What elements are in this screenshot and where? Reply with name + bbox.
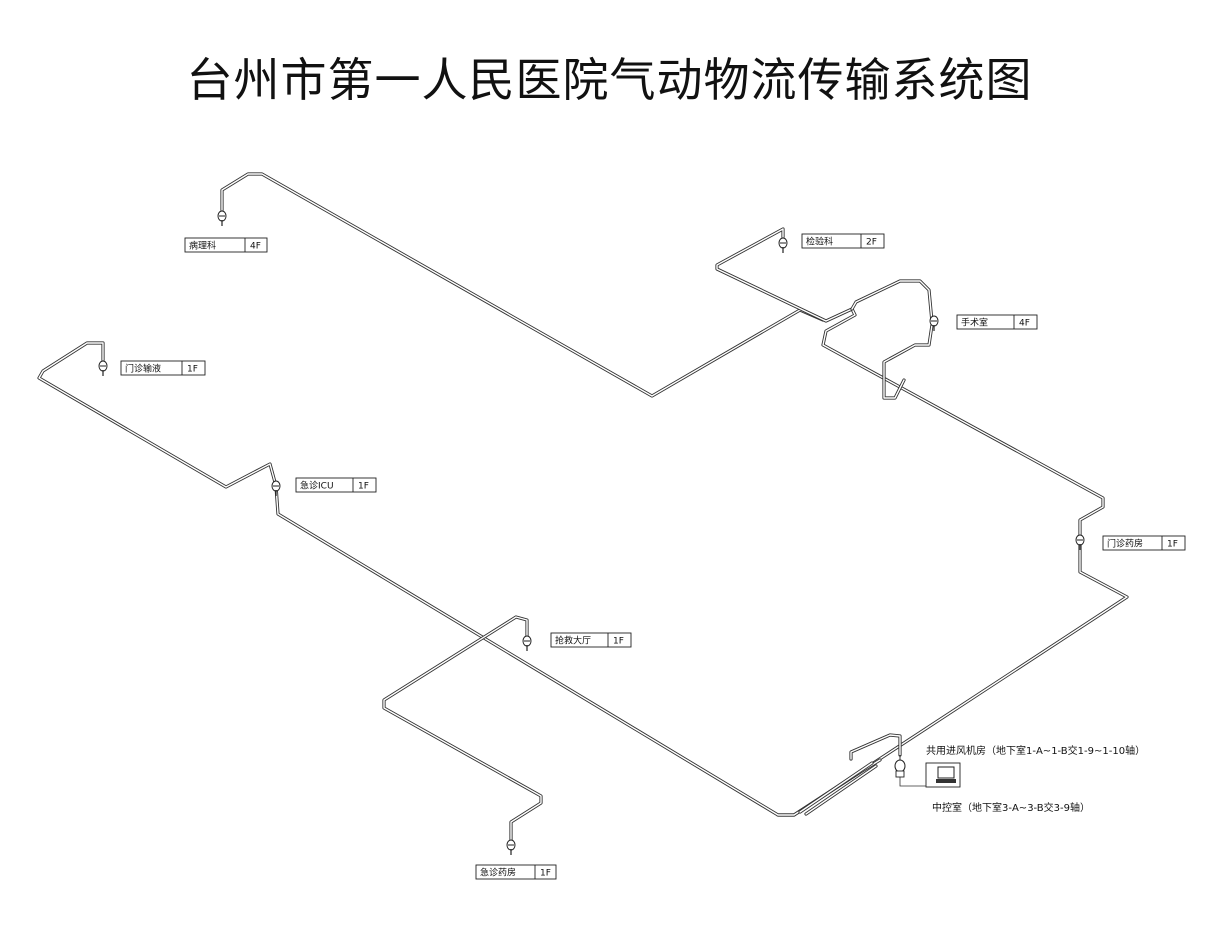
- station-name: 病理科: [189, 240, 216, 252]
- station-floor: 4F: [1019, 319, 1030, 329]
- pipe-lab-route: [715, 227, 1129, 817]
- pipe-lab-route-inner: [716, 228, 1128, 816]
- station-floor: 4F: [250, 242, 261, 252]
- station-label: 病理科 4F: [184, 237, 268, 253]
- station-name: 抢救大厅: [555, 635, 591, 647]
- station-floor: 1F: [187, 365, 198, 375]
- station-label: 门诊药房 1F: [1102, 535, 1186, 551]
- station-label: 门诊输液 1F: [120, 360, 206, 376]
- pipe-main-to-blower-inner: [850, 734, 901, 760]
- pipe-surgery-riser-inner: [883, 324, 933, 399]
- pipe-network: [37, 172, 1129, 847]
- pipe-surgery-route: [850, 279, 934, 324]
- pipe-main-bundle-1-inner: [799, 762, 873, 813]
- station-marker-icon: [271, 480, 281, 496]
- station-marker-icon: [522, 635, 532, 651]
- pipe-main-bundle-2-inner: [805, 765, 877, 815]
- station-floor: 2F: [866, 238, 877, 248]
- pipe-emergency-icu-route: [274, 484, 882, 817]
- pipe-outpatient-infusion-route-inner: [38, 342, 277, 488]
- station-name: 手术室: [961, 317, 988, 329]
- blower-icon: [894, 755, 906, 778]
- diagram-title: 台州市第一人民医院气动物流传输系统图: [186, 53, 1033, 107]
- station-name: 检验科: [806, 236, 833, 248]
- air-intake-note: 共用进风机房（地下室1-A~1-B交1-9~1-10轴）: [926, 744, 1145, 757]
- station-marker-icon: [98, 360, 108, 376]
- station-label: 抢救大厅 1F: [550, 632, 632, 648]
- station-floor: 1F: [358, 482, 369, 492]
- station-label: 检验科 2F: [801, 233, 885, 249]
- station-name: 急诊药房: [480, 867, 516, 879]
- station-marker-icon: [217, 210, 227, 226]
- station-name: 门诊输液: [125, 363, 161, 375]
- station-label: 急诊ICU 1F: [295, 477, 377, 493]
- pipe-rescue-hall-route-inner: [383, 616, 542, 846]
- pipe-emergency-icu-route-inner: [275, 485, 881, 816]
- pipe-surgery-riser: [882, 323, 934, 400]
- station-markers: [98, 210, 1085, 855]
- control-room-note: 中控室（地下室3-A~3-B交3-9轴）: [932, 801, 1090, 814]
- station-label: 手术室 4F: [956, 314, 1038, 330]
- station-floor: 1F: [1167, 540, 1178, 550]
- pipe-pathology-route-inner: [221, 173, 824, 397]
- station-marker-icon: [929, 315, 939, 331]
- station-label: 急诊药房 1F: [475, 864, 557, 880]
- pipe-surgery-route-inner: [851, 280, 933, 323]
- station-marker-icon: [506, 839, 516, 855]
- station-floor: 1F: [540, 869, 551, 879]
- station-name: 急诊ICU: [300, 480, 334, 492]
- pipe-pathology-route: [220, 172, 825, 398]
- control-computer-icon: [899, 762, 961, 788]
- station-labels: 病理科 4F 检验科 2F 手术室 4F 门诊输液 1F 急诊ICU 1F 门诊药房 1F 抢救大厅 1F…: [120, 233, 1186, 880]
- station-marker-icon: [1075, 534, 1085, 550]
- station-name: 门诊药房: [1107, 538, 1143, 550]
- station-marker-icon: [778, 237, 788, 253]
- station-floor: 1F: [613, 637, 624, 647]
- pipe-main-to-blower: [849, 733, 902, 761]
